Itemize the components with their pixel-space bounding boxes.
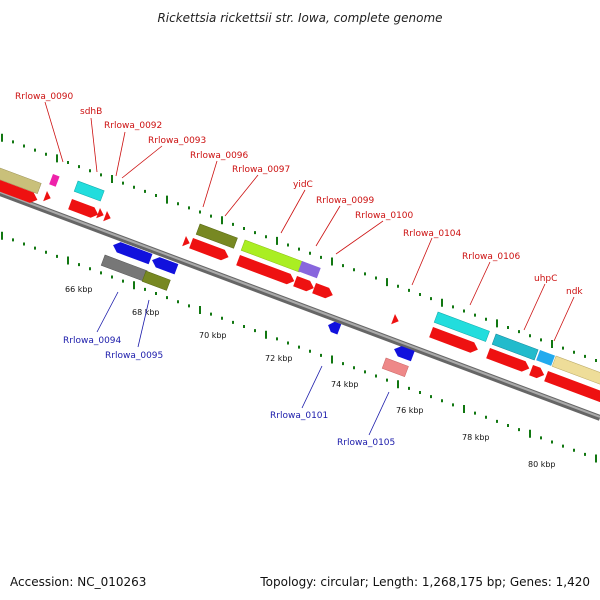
cds-arrow-rev[interactable] [326, 320, 342, 335]
cds-arrow-fwd[interactable] [529, 365, 546, 380]
gene-label-Rrlowa_0104[interactable]: Rrlowa_0104 [403, 229, 462, 239]
cds-arrow-fwd[interactable] [189, 238, 230, 262]
cds-arrow-rev[interactable] [150, 255, 179, 275]
scale-ticks: 66 kbp 68 kbp 70 kbp 72 kbp 74 kbp 76 kb… [65, 285, 556, 469]
gene-label-Rrlowa_0095[interactable]: Rrlowa_0095 [105, 351, 163, 361]
gene-label-Rrlowa_0096[interactable]: Rrlowa_0096 [190, 151, 249, 161]
topology-text: Topology: circular; Length: 1,268,175 bp… [259, 575, 590, 589]
label-leader-lines [44, 101, 575, 436]
gene-block-magenta[interactable] [49, 174, 60, 187]
gene-block-ndk[interactable] [536, 350, 555, 366]
tick-label-76kbp: 76 kbp [396, 406, 424, 415]
gene-label-Rrlowa_0101[interactable]: Rrlowa_0101 [270, 411, 328, 421]
gene-block-uhpC[interactable] [491, 333, 539, 361]
gene-labels: Rrlowa_0090 sdhB Rrlowa_0092 Rrlowa_0093… [15, 92, 583, 448]
cds-arrow-fwd[interactable] [391, 314, 400, 326]
cds-arrow-fwd[interactable] [544, 371, 600, 404]
gene-label-Rrlowa_0100[interactable]: Rrlowa_0100 [355, 211, 414, 221]
gene-block-khaki[interactable] [0, 164, 42, 195]
gene-label-Rrlowa_0092[interactable]: Rrlowa_0092 [104, 121, 162, 131]
gene-label-uhpC[interactable]: uhpC [534, 274, 557, 284]
gene-label-Rrlowa_0097[interactable]: Rrlowa_0097 [232, 165, 290, 175]
cds-arrow-rev[interactable] [392, 344, 415, 362]
gene-block-sdhB[interactable] [73, 180, 105, 202]
accession-text: Accession: NC_010263 [10, 575, 146, 589]
cds-arrow-rev[interactable] [111, 240, 153, 265]
gene-label-Rrlowa_0093[interactable]: Rrlowa_0093 [148, 136, 206, 146]
map-title: Rickettsia rickettsii str. Iowa, complet… [157, 11, 442, 25]
cds-arrow-fwd[interactable] [68, 199, 100, 220]
cds-arrow-fwd[interactable] [182, 236, 191, 248]
gene-block-0099[interactable] [298, 261, 321, 279]
tick-label-80kbp: 80 kbp [528, 460, 556, 469]
cds-arrow-fwd[interactable] [43, 191, 52, 203]
genome-backbone [0, 190, 600, 421]
tick-label-70kbp: 70 kbp [199, 331, 227, 340]
cds-arrow-fwd[interactable] [0, 176, 39, 205]
cds-arrow-fwd[interactable] [312, 283, 335, 300]
gene-label-sdhB[interactable]: sdhB [80, 107, 102, 117]
cds-arrow-fwd[interactable] [236, 255, 296, 286]
gene-label-yidC[interactable]: yidC [293, 180, 313, 190]
cds-arrow-fwd[interactable] [293, 276, 316, 293]
gene-label-Rrlowa_0105[interactable]: Rrlowa_0105 [337, 438, 395, 448]
gene-label-Rrlowa_0090[interactable]: Rrlowa_0090 [15, 92, 74, 102]
gene-block-0105[interactable] [381, 357, 409, 378]
feature-blocks [0, 164, 600, 404]
cds-arrow-fwd[interactable] [103, 211, 112, 223]
gene-block-lightyellow[interactable] [551, 355, 600, 388]
cds-arrow-fwd[interactable] [96, 208, 105, 220]
cds-arrow-fwd[interactable] [486, 348, 531, 374]
gene-block-0095[interactable] [141, 270, 171, 291]
gene-block-0096[interactable] [195, 223, 238, 249]
tick-label-72kbp: 72 kbp [265, 354, 293, 363]
cds-arrow-fwd[interactable] [429, 327, 480, 355]
gc-skew-track-lower [1, 231, 597, 463]
tick-label-74kbp: 74 kbp [331, 380, 359, 389]
tick-label-78kbp: 78 kbp [462, 433, 490, 442]
gene-label-Rrlowa_0094[interactable]: Rrlowa_0094 [63, 336, 122, 346]
gc-skew-track-upper [1, 133, 597, 362]
gene-label-ndk[interactable]: ndk [566, 287, 583, 297]
tick-label-66kbp: 66 kbp [65, 285, 93, 294]
gene-label-Rrlowa_0106[interactable]: Rrlowa_0106 [462, 252, 521, 262]
gene-label-Rrlowa_0099[interactable]: Rrlowa_0099 [316, 196, 375, 206]
gene-block-0106[interactable] [433, 311, 490, 342]
